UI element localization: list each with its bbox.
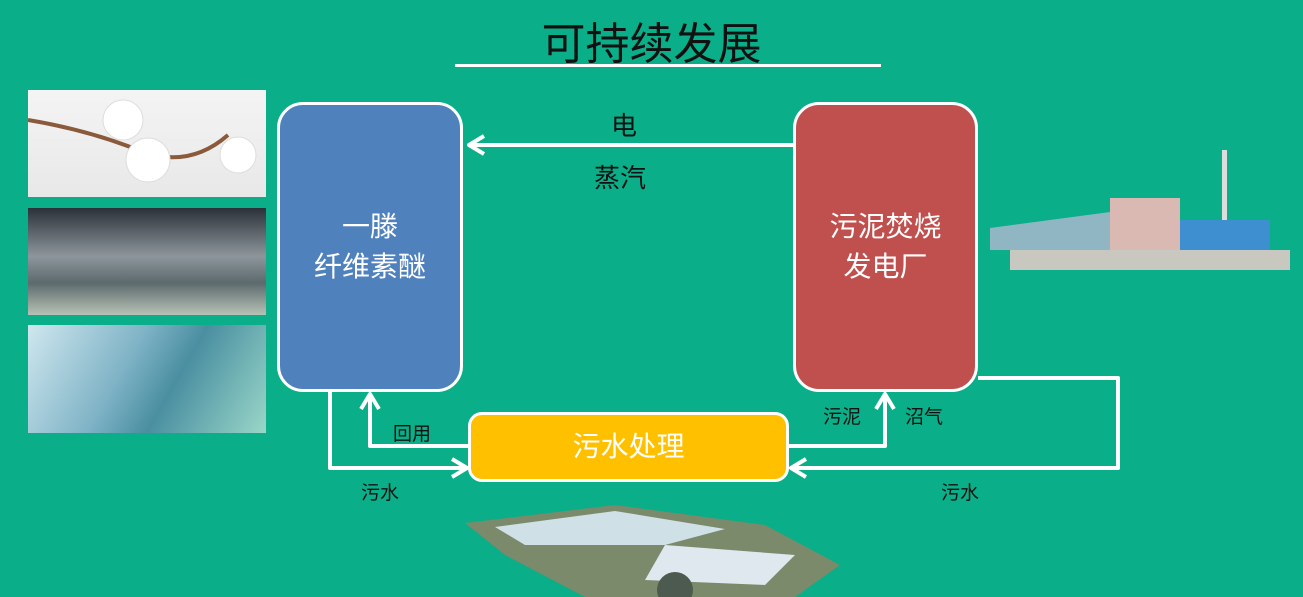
label-electricity: 电 xyxy=(611,112,638,142)
arrow-reuse xyxy=(368,395,468,448)
company-node: 一滕 纤维素醚 xyxy=(277,102,463,392)
power-plant-photo xyxy=(990,150,1295,275)
treatment-label: 污水处理 xyxy=(572,430,685,463)
slide-title: 可持续发展 xyxy=(541,19,762,70)
company-product: 纤维素醚 xyxy=(313,250,426,283)
company-name: 一滕 xyxy=(341,210,398,243)
factory-interior-photo xyxy=(28,208,266,315)
arrow-sludge-biogas xyxy=(789,395,887,448)
label-wastewater-right: 污水 xyxy=(941,482,980,504)
cotton-photo xyxy=(28,90,266,197)
wastewater-plant-photo xyxy=(465,505,840,597)
wastewater-treatment-node: 污水处理 xyxy=(468,412,789,482)
production-line-photo xyxy=(28,325,266,433)
plant-line-1: 污泥焚烧 xyxy=(829,210,942,243)
label-wastewater-left: 污水 xyxy=(361,482,400,504)
arrow-wastewater-right xyxy=(792,376,1120,470)
label-reuse: 回用 xyxy=(393,423,432,445)
label-sludge: 污泥 xyxy=(823,406,862,428)
title-underline xyxy=(455,64,881,67)
plant-line-2: 发电厂 xyxy=(843,250,928,283)
label-steam: 蒸汽 xyxy=(594,164,647,194)
arrow-wastewater-left xyxy=(328,392,466,470)
sludge-power-plant-node: 污泥焚烧 发电厂 xyxy=(793,102,978,392)
label-biogas: 沼气 xyxy=(905,406,944,428)
